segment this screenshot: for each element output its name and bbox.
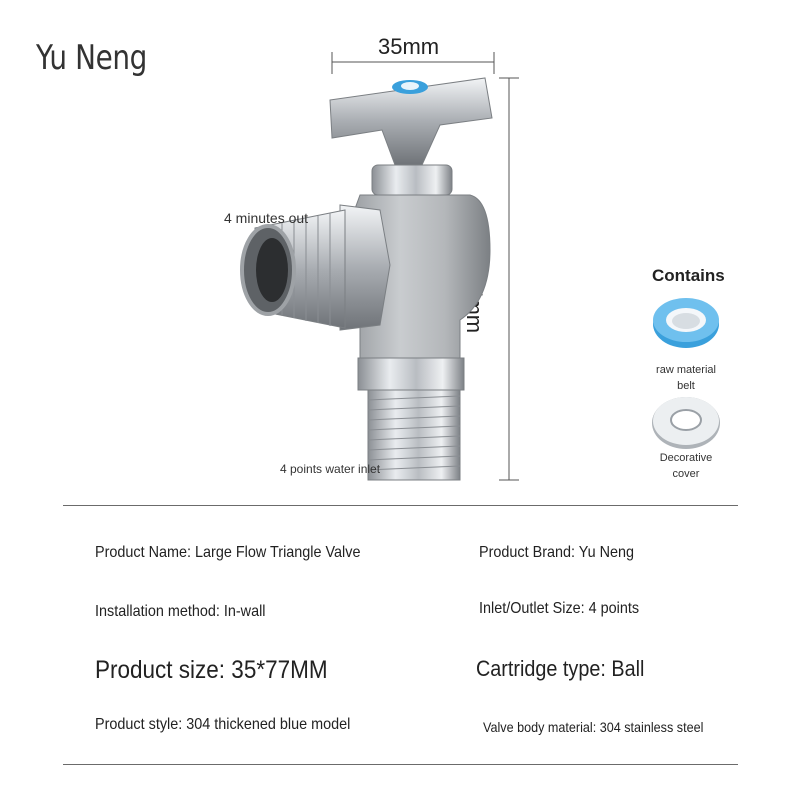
spec-cartridge-type: Cartridge type: Ball xyxy=(476,656,645,681)
spec-brand: Product Brand: Yu Neng xyxy=(479,544,635,561)
spec-product-size: Product size: 35*77MM xyxy=(95,656,328,684)
spec-inlet-outlet-size: Inlet/Outlet Size: 4 points xyxy=(479,600,640,617)
bottom-divider xyxy=(63,764,738,765)
inlet-callout: 4 points water inlet xyxy=(280,462,381,476)
ptfe-tape-roll-icon xyxy=(653,298,719,348)
top-divider xyxy=(63,505,738,506)
brand-name: Yu Neng xyxy=(36,38,147,78)
outlet-callout: 4 minutes out xyxy=(224,210,309,226)
spec-installation: Installation method: In-wall xyxy=(95,603,266,620)
contains-title: Contains xyxy=(652,266,725,285)
width-dimension-label: 35mm xyxy=(378,34,440,59)
spec-product-style: Product style: 304 thickened blue model xyxy=(95,716,351,733)
decorative-cover-ring-icon xyxy=(652,397,720,449)
accessory-label-tape: raw material belt xyxy=(656,364,716,392)
spec-body-material: Valve body material: 304 stainless steel xyxy=(483,719,704,735)
accessory-label-cover: Decorative cover xyxy=(659,452,713,480)
spec-product-name: Product Name: Large Flow Triangle Valve xyxy=(95,544,361,561)
